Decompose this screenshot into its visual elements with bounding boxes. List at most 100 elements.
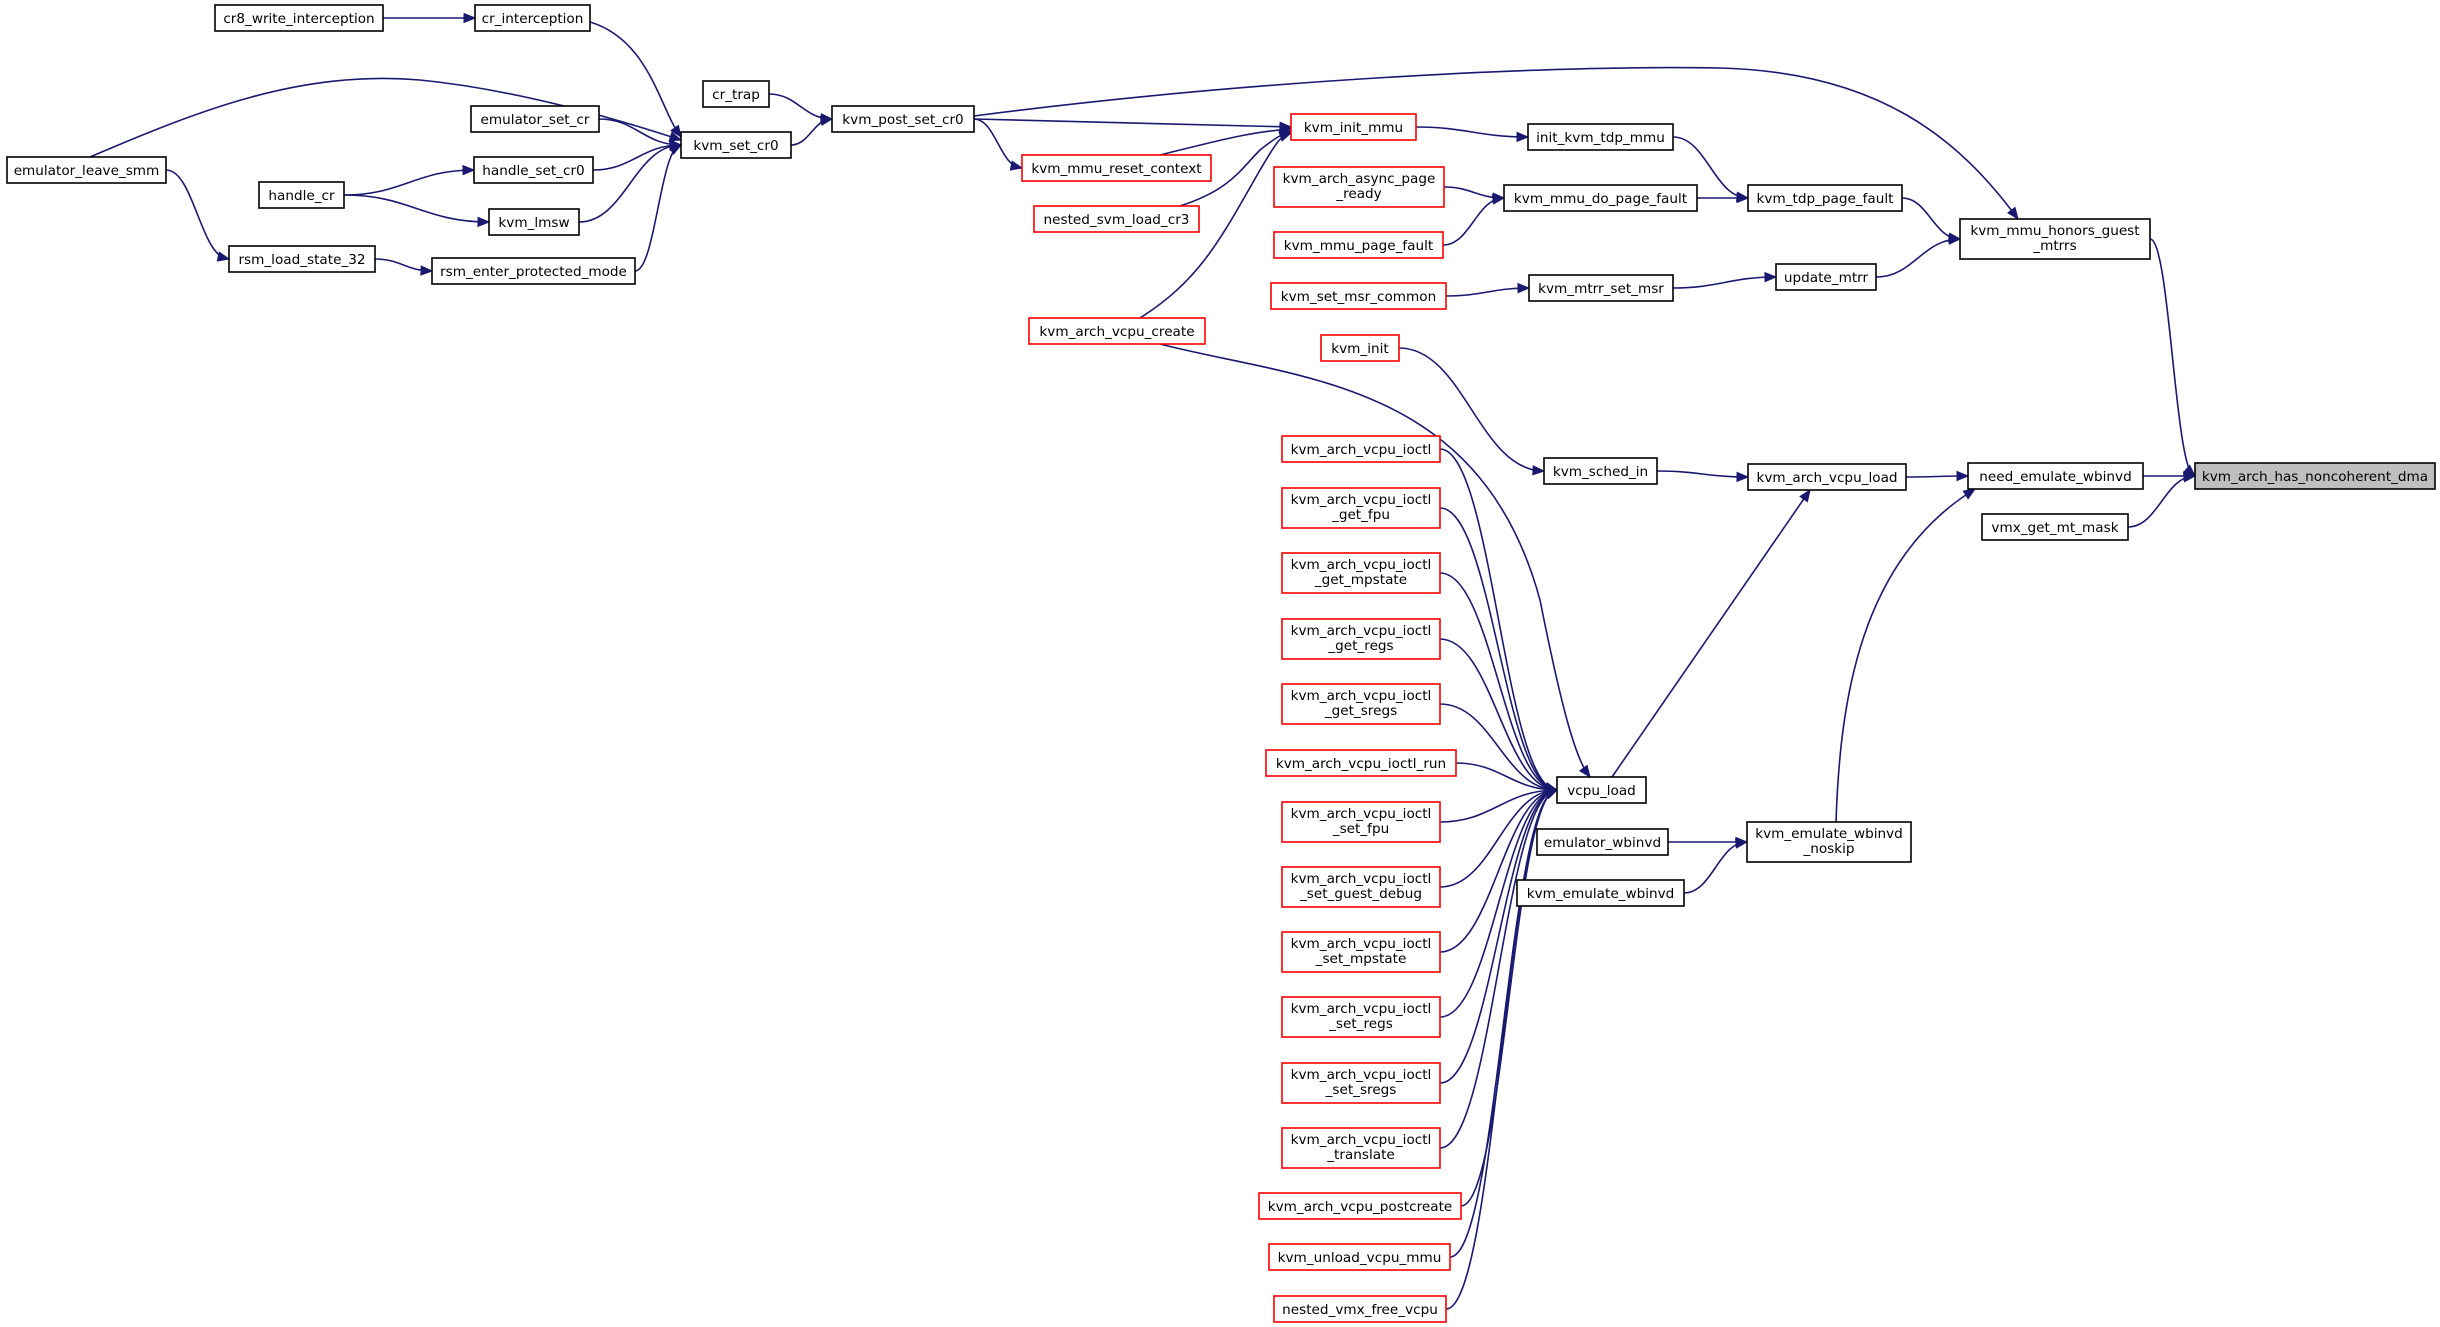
node-label: _get_mpstate xyxy=(1314,572,1407,588)
node-label: cr8_write_interception xyxy=(223,11,374,27)
node-kvm-emulate-wbinvd[interactable]: kvm_emulate_wbinvd xyxy=(1516,879,1685,907)
node-box xyxy=(680,131,792,159)
node-label: vmx_get_mt_mask xyxy=(1991,520,2118,536)
node-emulator-set-cr[interactable]: emulator_set_cr xyxy=(470,105,600,133)
node-box xyxy=(470,105,600,133)
edge-arrowhead xyxy=(1516,131,1530,143)
node-box xyxy=(1747,184,1903,212)
node-handle-cr[interactable]: handle_cr xyxy=(258,181,345,209)
node-label: kvm_post_set_cr0 xyxy=(842,112,963,128)
edge-arrowhead xyxy=(1736,471,1750,483)
node-rsm-load-state-32[interactable]: rsm_load_state_32 xyxy=(228,245,376,273)
edge-rsm_enter_protected_mode-to-kvm_set_cr0 xyxy=(634,144,682,272)
edge-kvm_init_mmu-to-init_kvm_tdp_mmu xyxy=(1415,126,1529,138)
node-label: kvm_init_mmu xyxy=(1304,120,1403,136)
node-label: kvm_arch_vcpu_ioctl xyxy=(1291,1132,1432,1148)
edge-kvm_sched_in-to-kvm_arch_vcpu_load xyxy=(1656,470,1749,478)
node-cr-trap[interactable]: cr_trap xyxy=(702,80,770,108)
node-label: kvm_arch_has_noncoherent_dma xyxy=(2202,469,2428,485)
node-label: kvm_mmu_reset_context xyxy=(1031,161,1201,177)
node-kvm-arch-vcpu-create[interactable]: kvm_arch_vcpu_create xyxy=(1028,317,1206,345)
node-vmx-get-mt-mask[interactable]: vmx_get_mt_mask xyxy=(1981,513,2129,541)
edge-vcpu_load-to-kvm_arch_vcpu_load xyxy=(1611,489,1811,778)
node-label: emulator_leave_smm xyxy=(14,163,160,179)
node-label: kvm_arch_vcpu_ioctl xyxy=(1291,806,1432,822)
node-init-kvm-tdp-mmu[interactable]: init_kvm_tdp_mmu xyxy=(1527,123,1674,151)
node-label: _ready xyxy=(1335,186,1381,202)
node-kvm-arch-vcpu-ioctl-set-guest-debug[interactable]: kvm_arch_vcpu_ioctl_set_guest_debug xyxy=(1281,866,1441,908)
edge-arrowhead xyxy=(1578,764,1591,779)
node-kvm-arch-vcpu-ioctl-get-regs[interactable]: kvm_arch_vcpu_ioctl_get_regs xyxy=(1281,618,1441,660)
edge-arrowhead xyxy=(2182,464,2196,477)
node-kvm-arch-vcpu-load[interactable]: kvm_arch_vcpu_load xyxy=(1747,463,1907,491)
node-box xyxy=(1281,435,1441,463)
node-kvm-arch-vcpu-postcreate[interactable]: kvm_arch_vcpu_postcreate xyxy=(1258,1192,1462,1220)
node-kvm-set-msr-common[interactable]: kvm_set_msr_common xyxy=(1270,282,1447,310)
node-update-mtrr[interactable]: update_mtrr xyxy=(1775,263,1877,291)
node-emulator-wbinvd[interactable]: emulator_wbinvd xyxy=(1536,828,1669,856)
node-cr-interception[interactable]: cr_interception xyxy=(474,4,591,32)
node-vcpu-load[interactable]: vcpu_load xyxy=(1556,776,1647,804)
node-kvm-arch-has-noncoherent-dma[interactable]: kvm_arch_has_noncoherent_dma xyxy=(2194,462,2436,490)
edge-kvm_init-to-kvm_sched_in xyxy=(1398,347,1545,472)
node-emulator-leave-smm[interactable]: emulator_leave_smm xyxy=(6,156,167,184)
node-kvm-mtrr-set-msr[interactable]: kvm_mtrr_set_msr xyxy=(1528,274,1674,302)
node-box xyxy=(1747,463,1907,491)
edge-arrowhead xyxy=(1734,838,1749,849)
edge-arrowhead xyxy=(1799,488,1811,503)
edge-kvm_arch_vcpu_ioctl_get_sregs-to-vcpu_load xyxy=(1439,703,1558,791)
node-box xyxy=(1281,487,1441,529)
node-nested-vmx-free-vcpu[interactable]: nested_vmx_free_vcpu xyxy=(1273,1295,1447,1323)
node-nested-svm-load-cr3[interactable]: nested_svm_load_cr3 xyxy=(1033,205,1200,233)
node-box xyxy=(1543,457,1658,485)
node-kvm-mmu-honors-guest-mtrrs[interactable]: kvm_mmu_honors_guest_mtrrs xyxy=(1959,218,2151,260)
node-rsm-enter-protected-mode[interactable]: rsm_enter_protected_mode xyxy=(431,257,636,285)
node-kvm-arch-vcpu-ioctl-set-regs[interactable]: kvm_arch_vcpu_ioctl_set_regs xyxy=(1281,996,1441,1038)
node-kvm-sched-in[interactable]: kvm_sched_in xyxy=(1543,457,1658,485)
node-kvm-arch-vcpu-ioctl-set-mpstate[interactable]: kvm_arch_vcpu_ioctl_set_mpstate xyxy=(1281,931,1441,973)
node-box xyxy=(1270,282,1447,310)
node-kvm-arch-async-page-ready[interactable]: kvm_arch_async_page_ready xyxy=(1273,166,1445,208)
node-kvm-arch-vcpu-ioctl-get-fpu[interactable]: kvm_arch_vcpu_ioctl_get_fpu xyxy=(1281,487,1441,529)
node-kvm-mmu-reset-context[interactable]: kvm_mmu_reset_context xyxy=(1021,154,1212,182)
node-kvm-arch-vcpu-ioctl[interactable]: kvm_arch_vcpu_ioctl xyxy=(1281,435,1441,463)
node-kvm-init[interactable]: kvm_init xyxy=(1320,334,1400,362)
node-kvm-arch-vcpu-ioctl-set-fpu[interactable]: kvm_arch_vcpu_ioctl_set_fpu xyxy=(1281,801,1441,843)
node-need-emulate-wbinvd[interactable]: need_emulate_wbinvd xyxy=(1967,462,2144,490)
node-cr8-write-interception[interactable]: cr8_write_interception xyxy=(214,4,384,32)
edge-kvm_arch_vcpu_create-to-vcpu_load xyxy=(1159,343,1591,778)
edge-kvm_arch_vcpu_ioctl_set_fpu-to-vcpu_load xyxy=(1439,789,1558,823)
node-kvm-arch-vcpu-ioctl-set-sregs[interactable]: kvm_arch_vcpu_ioctl_set_sregs xyxy=(1281,1062,1441,1104)
node-kvm-set-cr0[interactable]: kvm_set_cr0 xyxy=(680,131,792,159)
edge-arrowhead xyxy=(1736,192,1750,204)
edge-kvm_lmsw-to-kvm_set_cr0 xyxy=(578,144,682,223)
edge-kvm_arch_vcpu_ioctl_set_sregs-to-vcpu_load xyxy=(1439,789,1558,1084)
node-label: kvm_set_cr0 xyxy=(693,138,778,154)
edge-kvm_arch_vcpu_ioctl_get_fpu-to-vcpu_load xyxy=(1439,507,1558,791)
node-kvm-arch-vcpu-ioctl-get-mpstate[interactable]: kvm_arch_vcpu_ioctl_get_mpstate xyxy=(1281,552,1441,594)
node-box xyxy=(2194,462,2436,490)
edge-emulator_leave_smm-to-kvm_set_cr0 xyxy=(89,77,682,158)
node-kvm-mmu-do-page-fault[interactable]: kvm_mmu_do_page_fault xyxy=(1503,184,1698,212)
node-label: kvm_arch_vcpu_ioctl xyxy=(1291,492,1432,508)
edge-kvm_arch_vcpu_ioctl_set_mpstate-to-vcpu_load xyxy=(1439,789,1558,953)
node-box xyxy=(1281,618,1441,660)
node-kvm-init-mmu[interactable]: kvm_init_mmu xyxy=(1290,113,1417,141)
node-kvm-unload-vcpu-mmu[interactable]: kvm_unload_vcpu_mmu xyxy=(1268,1243,1451,1271)
edge-kvm_post_set_cr0-to-kvm_mmu_honors_guest_mtrrs xyxy=(973,66,2019,220)
node-kvm-mmu-page-fault[interactable]: kvm_mmu_page_fault xyxy=(1273,231,1444,259)
node-label: cr_trap xyxy=(712,87,760,103)
node-box xyxy=(1528,274,1674,302)
node-kvm-arch-vcpu-ioctl-translate[interactable]: kvm_arch_vcpu_ioctl_translate xyxy=(1281,1127,1441,1169)
node-handle-set-cr0[interactable]: handle_set_cr0 xyxy=(473,156,594,184)
node-kvm-arch-vcpu-ioctl-get-sregs[interactable]: kvm_arch_vcpu_ioctl_get_sregs xyxy=(1281,683,1441,725)
node-kvm-tdp-page-fault[interactable]: kvm_tdp_page_fault xyxy=(1747,184,1903,212)
node-kvm-lmsw[interactable]: kvm_lmsw xyxy=(488,208,580,236)
node-kvm-emulate-wbinvd-noskip[interactable]: kvm_emulate_wbinvd_noskip xyxy=(1746,821,1912,863)
edge-kvm_mtrr_set_msr-to-update_mtrr xyxy=(1672,276,1777,289)
edge-arrowhead xyxy=(2006,206,2019,221)
node-kvm-arch-vcpu-ioctl-run[interactable]: kvm_arch_vcpu_ioctl_run xyxy=(1265,749,1457,777)
edge-arrowhead xyxy=(1278,131,1293,142)
node-kvm-post-set-cr0[interactable]: kvm_post_set_cr0 xyxy=(831,105,975,133)
node-label: kvm_arch_vcpu_create xyxy=(1039,324,1194,340)
